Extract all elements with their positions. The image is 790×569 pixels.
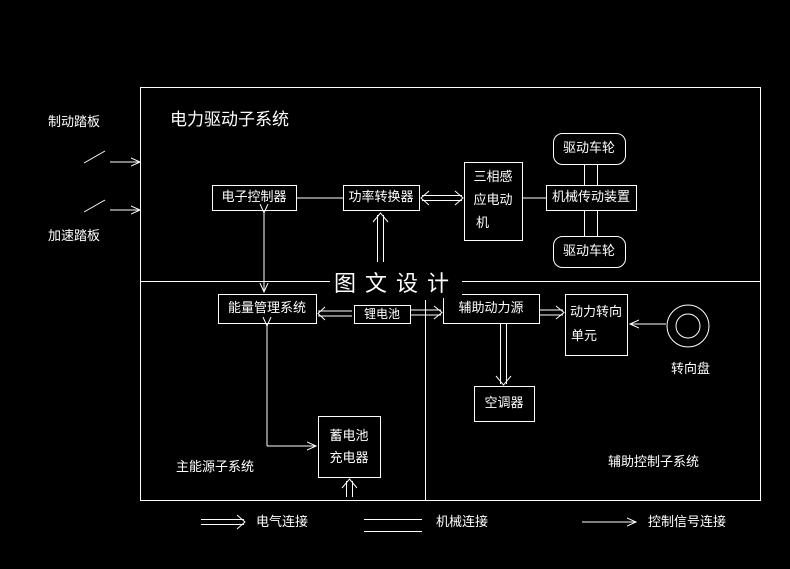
wheel-bottom-label: 驱动车轮 (562, 244, 615, 259)
steering-wheel-icon (666, 304, 710, 348)
accel-pedal-icon (83, 199, 106, 213)
converter-motor-arrowhead-right (454, 190, 464, 206)
brake-pedal-icon (83, 150, 106, 164)
legend-control-label: 控制信号连接 (648, 515, 727, 530)
power-steering-label-line1: 动力转向 (569, 305, 622, 320)
aux-steering-arrowhead (555, 305, 565, 320)
wheel-top-label: 驱动车轮 (562, 141, 615, 156)
legend-mechanical-label: 机械连接 (436, 515, 489, 530)
aux-power-box (443, 294, 540, 324)
charger-input-arrowhead (341, 478, 358, 489)
charger-label-line2: 充电器 (329, 451, 369, 466)
power-steering-label: 动力转向 单元 (565, 301, 627, 349)
wheel-top-box (553, 133, 626, 165)
energy-battery-arrowhead (317, 306, 326, 321)
charger-box (318, 416, 381, 478)
motor-label-line1: 三相感 (473, 170, 513, 185)
main-energy-title: 主能源子系统 (176, 460, 255, 475)
motor-label: 三相感 应电动 机 (464, 166, 522, 235)
wheel-bottom-box (553, 236, 626, 268)
legend-electrical-arrowhead (236, 514, 246, 530)
steering-wheel-label: 转向盘 (671, 362, 711, 377)
air-conditioner-label: 空调器 (484, 396, 524, 411)
battery-aux-arrowhead (433, 305, 443, 320)
power-steering-box (565, 294, 628, 356)
charger-label-line1: 蓄电池 (329, 429, 369, 444)
brake-pedal-label: 制动踏板 (48, 115, 101, 130)
power-converter-label: 功率转换器 (348, 190, 414, 205)
battery-box (354, 305, 411, 324)
motor-label-line2: 应电动 (473, 193, 513, 208)
electric-drive-title: 电力驱动子系统 (170, 110, 289, 130)
battery-label: 锂电池 (363, 307, 400, 321)
electronic-controller-box (212, 185, 297, 211)
power-steering-label-line2: 单元 (571, 329, 598, 344)
converter-input-arrowhead (372, 212, 389, 223)
motor-box (464, 162, 523, 241)
aux-control-title: 辅助控制子系统 (608, 455, 700, 470)
charger-label: 蓄电池 充电器 (318, 426, 380, 470)
steering-wheel-inner-icon (675, 313, 701, 339)
accel-pedal-label: 加速踏板 (48, 229, 101, 244)
electronic-controller-label: 电子控制器 (221, 190, 287, 205)
energy-management-label: 能量管理系统 (227, 301, 306, 316)
converter-motor-arrowhead-left (420, 190, 430, 206)
air-conditioner-box (474, 386, 535, 422)
transmission-label: 机械传动装置 (551, 190, 630, 205)
power-converter-box (343, 185, 420, 211)
aux-ac-arrowhead (495, 375, 512, 386)
motor-label-line3: 机 (476, 216, 490, 231)
transmission-box (546, 185, 637, 211)
aux-power-label: 辅助动力源 (458, 301, 524, 316)
legend-electrical-label: 电气连接 (256, 515, 309, 530)
watermark: 图文设计 (330, 272, 463, 298)
outer-frame (140, 87, 761, 501)
